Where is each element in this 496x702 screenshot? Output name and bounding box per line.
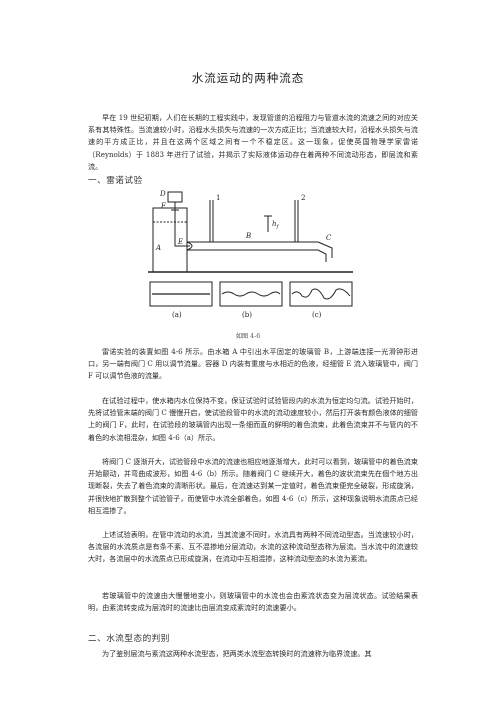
label-c: C	[326, 234, 332, 242]
paragraph-transition: 若玻璃管中的流速由大慢慢地变小，则玻璃管中的水流也会由紊流状态变为层流状态。试验…	[88, 591, 418, 613]
label-a: A	[155, 244, 161, 252]
apparatus-diagram: D F A E B C hf 1 2 (a) (b) (c)	[148, 190, 353, 319]
panel-a-label: (a)	[172, 311, 182, 319]
panel-c-label: (c)	[312, 311, 322, 319]
paragraph-procedure: 在试验过程中，使水箱内水位保持不变，保证试验时试验管段内的水流为恒定均匀流。试验…	[88, 396, 418, 442]
paragraph-critical-velocity: 为了鉴别层流与紊流这两种水流型态，把两类水流型态转换时的流速称为临界流速。其	[102, 649, 372, 658]
label-d: D	[159, 190, 166, 198]
section-heading-criterion: 二、水流型态的判别	[88, 634, 170, 644]
dye-container-d	[167, 191, 183, 203]
intro-paragraph: 早在 19 世纪初期，人们在长期的工程实践中，发现管道的沿程阻力与管道水流的流速…	[88, 113, 418, 171]
label-e: E	[177, 238, 183, 246]
paragraph-conclusion: 上述试验表明，在管中流动的水流，当其流速不同时，水流具有两种不同流动型态。当流速…	[88, 530, 418, 564]
figure-caption: 如图 4-6	[235, 333, 261, 340]
label-b: B	[245, 232, 251, 240]
label-1: 1	[216, 194, 220, 202]
panel-b-label: (b)	[242, 311, 252, 319]
label-2: 2	[301, 194, 305, 202]
reynolds-apparatus-figure: D F A E B C hf 1 2 (a) (b) (c)	[148, 186, 353, 324]
section-heading-reynolds: 一、雷诺试验	[88, 176, 143, 186]
label-hf: hf	[272, 220, 280, 230]
paragraph-apparatus: 雷诺实验的装置如图 4-6 所示。由水箱 A 中引出水平固定的玻璃管 B，上游端…	[88, 347, 418, 381]
label-f: F	[160, 202, 167, 210]
paragraph-turbulence: 将阀门 C 逐渐开大，试验管段中水流的流速也相应地逐渐增大，此时可以看到，玻璃管…	[88, 457, 418, 515]
dye-tube-e	[174, 202, 190, 247]
page-title: 水流运动的两种流态	[191, 71, 305, 85]
